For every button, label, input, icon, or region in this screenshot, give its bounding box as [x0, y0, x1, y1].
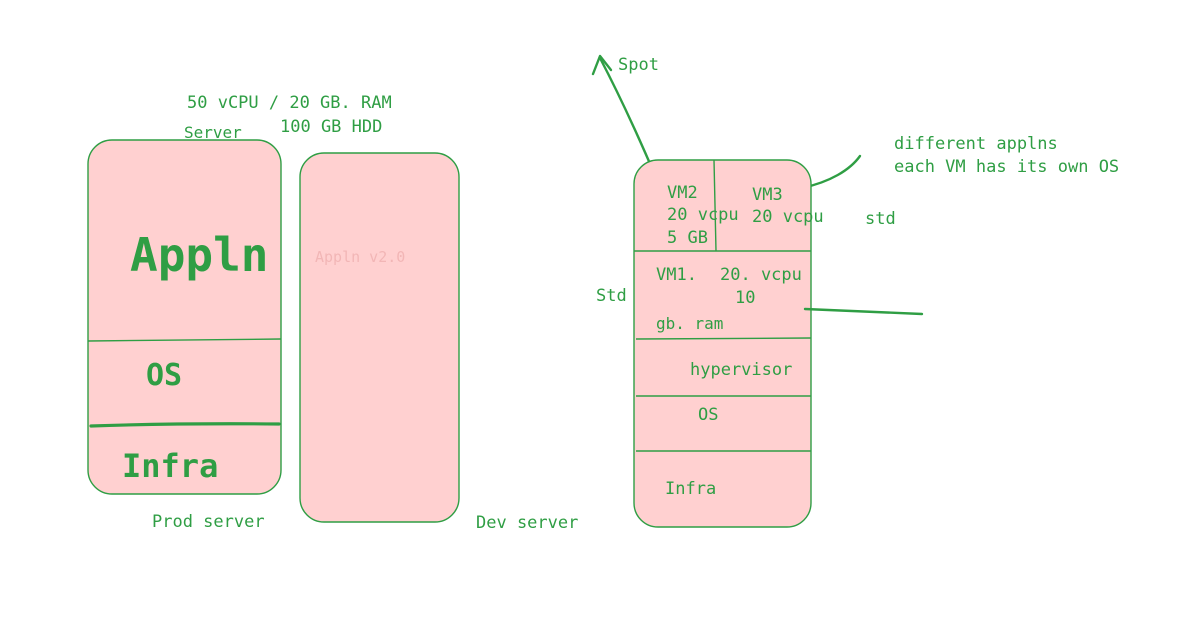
vm-top-divider	[713, 159, 717, 252]
vm2-cpu: 20 vcpu	[667, 205, 739, 225]
note-different-applns: different applns	[894, 134, 1058, 154]
spot-label: Spot	[618, 55, 659, 75]
prod-server-box	[87, 139, 282, 495]
os-layer-label: OS	[698, 405, 718, 425]
dev-app-label: Appln v2.0	[315, 248, 405, 266]
vm2-ram: 5 GB	[667, 228, 708, 248]
prod-infra-label: Infra	[122, 447, 218, 485]
vm1-pointer-line	[803, 307, 924, 316]
prod-os-label: OS	[146, 358, 182, 393]
prod-app-os-divider	[87, 338, 282, 342]
virtual-server-box	[633, 159, 812, 528]
server-spec-cpu-ram: 50 vCPU / 20 GB. RAM	[187, 93, 392, 113]
vm2-name: VM2	[667, 183, 698, 203]
prod-server-caption: Prod server	[152, 512, 265, 532]
server-spec-hdd: 100 GB HDD	[280, 117, 382, 137]
std-label-right: std	[865, 209, 896, 229]
prod-app-label: Appln	[130, 228, 268, 282]
vm1-name: VM1.	[656, 265, 697, 285]
note-own-os: each VM has its own OS	[894, 157, 1119, 177]
dev-server-box	[299, 152, 460, 523]
vm3-cpu: 20 vcpu	[752, 207, 824, 227]
vm3-name: VM3	[752, 185, 783, 205]
vm1-ram-value: 10	[735, 288, 755, 308]
vm1-ram-unit: gb. ram	[656, 314, 723, 333]
dev-server-caption: Dev server	[476, 513, 578, 533]
spot-arrowhead	[591, 54, 613, 76]
std-label-left: Std	[596, 286, 627, 306]
vm1-hypervisor-divider	[635, 337, 812, 340]
prod-os-infra-divider	[89, 422, 281, 428]
vm1-cpu: 20. vcpu	[720, 265, 802, 285]
server-title: Server	[184, 123, 242, 142]
infra-layer-label: Infra	[665, 479, 716, 499]
hypervisor-label: hypervisor	[690, 360, 792, 380]
